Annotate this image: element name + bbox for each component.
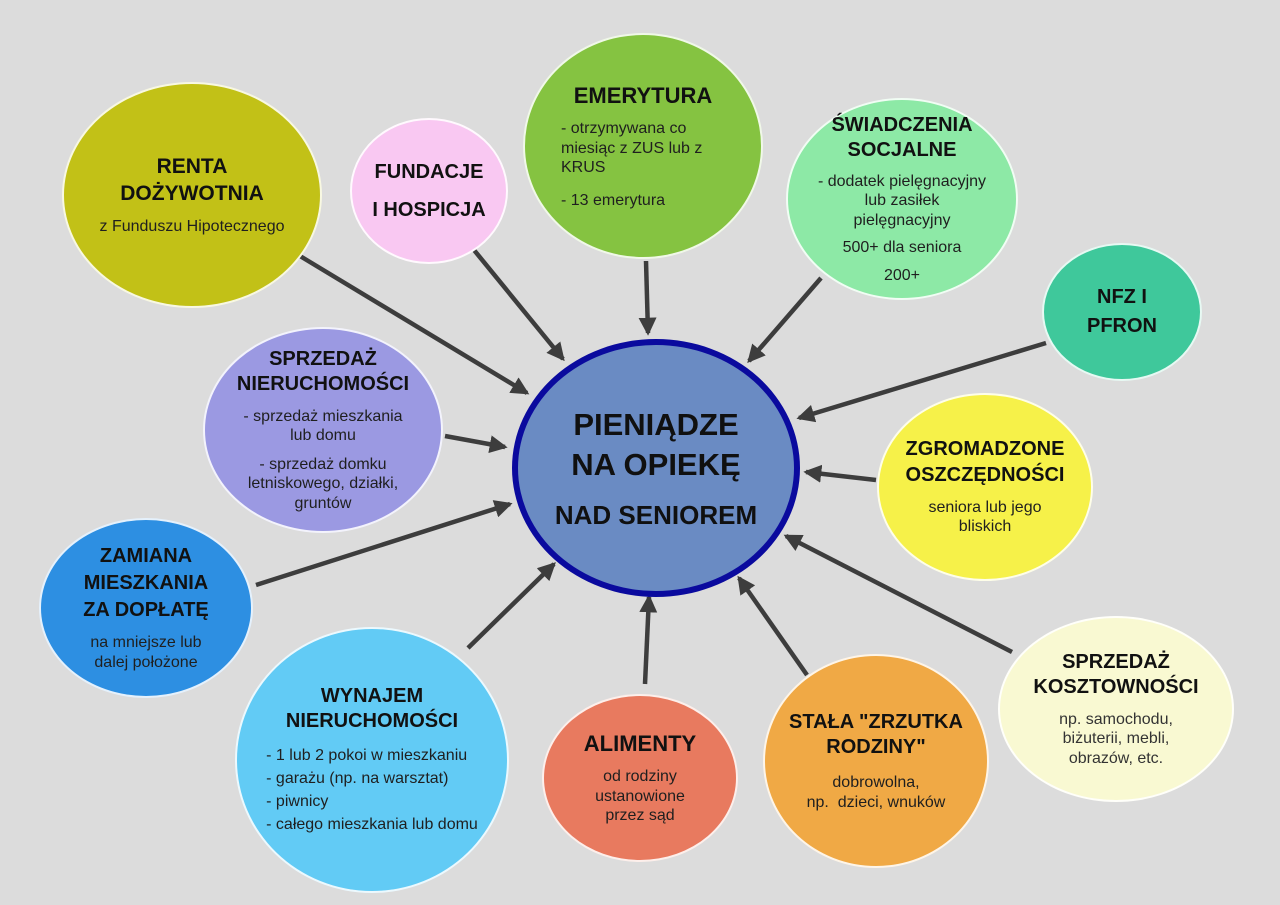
node-emerytura: EMERYTURA - otrzymywana co miesiąc z ZUS… <box>523 33 763 259</box>
node-body: z Funduszu Hipotecznego <box>99 217 285 235</box>
node-title: ALIMENTY <box>583 731 697 757</box>
node-wynajem-nieruchomosci: WYNAJEM NIERUCHOMOŚCI - 1 lub 2 pokoi w … <box>235 627 509 893</box>
node-sprzedaz-nieruchomosci: SPRZEDAŻ NIERUCHOMOŚCI - sprzedaż mieszk… <box>203 327 443 533</box>
node-title: SPRZEDAŻ NIERUCHOMOŚCI <box>236 347 410 396</box>
arrow-zrzutka-to-center <box>737 575 809 677</box>
node-title: WYNAJEM NIERUCHOMOŚCI <box>285 684 459 733</box>
node-title: RENTA DOŻYWOTNIA <box>120 154 264 205</box>
node-swiadczenia-socjalne: ŚWIADCZENIA SOCJALNE - dodatek pielęgnac… <box>786 98 1018 300</box>
node-title: NFZ I PFRON <box>1087 286 1157 337</box>
node-body: 500+ dla seniora <box>842 239 962 257</box>
node-title: ŚWIADCZENIA SOCJALNE <box>831 113 973 162</box>
node-nfz-i-pfron: NFZ I PFRON <box>1042 243 1202 381</box>
node-body: - dodatek pielęgnacyjny lub zasiłek piel… <box>817 172 987 229</box>
node-zgromadzone-oszczednosci: ZGROMADZONE OSZCZĘDNOŚCI seniora lub jeg… <box>877 393 1093 581</box>
node-title: ZAMIANA MIESZKANIA ZA DOPŁATĘ <box>83 545 209 622</box>
node-center-pieniadze-na-opieke: PIENIĄDZE NA OPIEKĘ NAD SENIOREM <box>512 339 800 597</box>
arrow-sprzedaz-to-center <box>444 433 508 454</box>
center-subtitle: NAD SENIOREM <box>554 500 758 531</box>
node-body: - sprzedaż mieszkania lub domu <box>243 407 403 445</box>
arrow-alimenty-to-center <box>639 594 658 685</box>
node-body: od rodziny ustanowione przez sąd <box>595 768 685 825</box>
arrow-zamiana-to-center <box>255 500 513 588</box>
node-body: dobrowolna, np. dzieci, wnuków <box>806 774 946 811</box>
node-title: STAŁA "ZRZUTKA RODZINY" <box>789 710 963 759</box>
arrow-nfz-to-center <box>796 340 1047 423</box>
node-title: EMERYTURA <box>573 82 713 108</box>
arrow-zgromadzone-to-center <box>803 464 877 483</box>
arrow-kosztownosci-to-center <box>783 533 1014 655</box>
node-stala-zrzutka-rodziny: STAŁA "ZRZUTKA RODZINY" dobrowolna, np. … <box>763 654 989 868</box>
node-body: np. samochodu, biżuterii, mebli, obrazów… <box>1059 710 1173 767</box>
arrow-fundacje-to-center <box>472 248 565 362</box>
node-body: - 1 lub 2 pokoi w mieszkaniu - garażu (n… <box>266 746 478 834</box>
arrow-swiadczenia-to-center <box>747 276 823 364</box>
node-body: 200+ <box>883 266 921 284</box>
node-body: na mniejsze lub dalej położone <box>90 634 202 671</box>
node-alimenty: ALIMENTY od rodziny ustanowione przez są… <box>542 694 738 862</box>
node-title: SPRZEDAŻ KOSZTOWNOŚCI <box>1033 650 1199 699</box>
node-body: seniora lub jego bliskich <box>928 498 1042 536</box>
arrow-wynajem-to-center <box>466 562 556 650</box>
node-zamiana-mieszkania: ZAMIANA MIESZKANIA ZA DOPŁATĘ na mniejsz… <box>39 518 253 698</box>
node-body: - 13 emerytura <box>561 191 666 209</box>
node-body: - otrzymywana co miesiąc z ZUS lub z KRU… <box>561 120 703 177</box>
node-body: - sprzedaż domku letniskowego, działki, … <box>247 455 399 512</box>
node-sprzedaz-kosztownosci: SPRZEDAŻ KOSZTOWNOŚCI np. samochodu, biż… <box>998 616 1234 802</box>
node-title: ZGROMADZONE OSZCZĘDNOŚCI <box>905 438 1065 486</box>
node-fundacje-i-hospicja: FUNDACJE I HOSPICJA <box>350 118 508 264</box>
center-title: PIENIĄDZE NA OPIEKĘ <box>571 406 741 482</box>
arrow-renta-to-center <box>298 254 530 395</box>
arrow-emerytura-to-center <box>638 260 657 336</box>
node-renta-dozywotnia: RENTA DOŻYWOTNIA z Funduszu Hipotecznego <box>62 82 322 308</box>
node-title: FUNDACJE I HOSPICJA <box>372 161 486 221</box>
